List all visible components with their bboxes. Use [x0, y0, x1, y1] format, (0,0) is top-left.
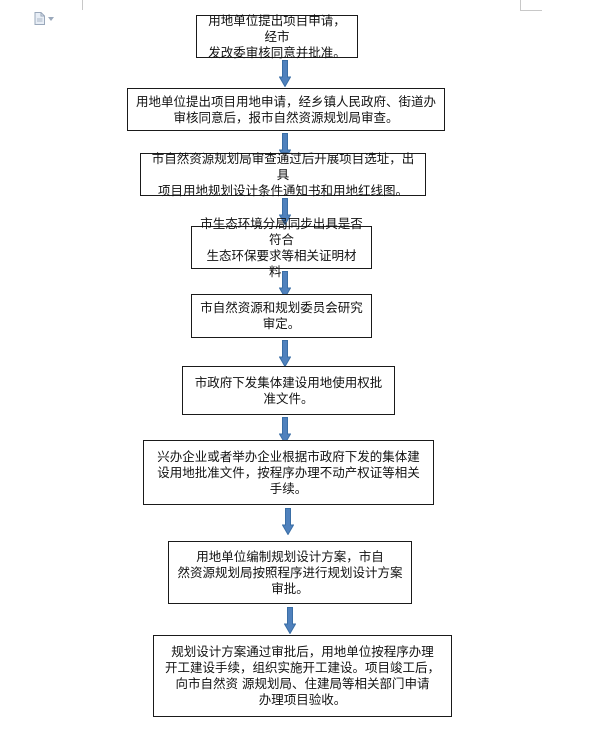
flow-step-9: 规划设计方案通过审批后，用地单位按程序办理 开工建设手续，组织实施开工建设。项目… [153, 635, 452, 717]
flow-step-4: 市生态环境分局同步出具是否符合 生态环保要求等相关证明材料。 [191, 216, 372, 279]
flow-step-2: 用地单位提出项目用地申请，经乡镇人民政府、街道办 审核同意后，报市自然资源规划局… [127, 88, 445, 131]
flow-step-2-text: 用地单位提出项目用地申请，经乡镇人民政府、街道办 审核同意后，报市自然资源规划局… [135, 93, 436, 125]
flow-arrow-6 [279, 417, 291, 444]
flow-arrow-8 [284, 607, 296, 634]
flow-step-6-text: 市政府下发集体建设用地使用权批 准文件。 [194, 374, 383, 406]
flow-step-8-text: 用地单位编制规划设计方案，市自 然资源规划局按照程序进行规划设计方案 审批。 [177, 548, 403, 596]
document-icon [34, 12, 45, 25]
flow-step-6: 市政府下发集体建设用地使用权批 准文件。 [182, 366, 395, 415]
flow-step-1-text: 用地单位提出项目申请，经市 发改委审核同意并批准。 [208, 12, 346, 60]
flow-arrow-3 [279, 198, 291, 225]
flow-step-9-text: 规划设计方案通过审批后，用地单位按程序办理 开工建设手续，组织实施开工建设。项目… [164, 644, 440, 707]
document-menu[interactable] [34, 12, 54, 25]
flow-step-1: 用地单位提出项目申请，经市 发改委审核同意并批准。 [196, 12, 358, 60]
flow-arrow-4 [279, 271, 291, 298]
flow-step-3-text: 市自然资源规划局审查通过后开展项目选址，出具 项目用地规划设计条件通知书和用地红… [151, 150, 415, 198]
flow-step-4-text: 市生态环境分局同步出具是否符合 生态环保要求等相关证明材料。 [200, 215, 363, 279]
flow-step-7-text: 兴办企业或者举办企业根据市政府下发的集体建 设用地批准文件，按程序办理不动产权证… [157, 448, 420, 496]
page-corner-mark-right [520, 0, 522, 10]
flow-arrow-5 [279, 340, 291, 367]
flow-step-5: 市自然资源和规划委员会研究 审定。 [191, 294, 372, 338]
flow-step-3: 市自然资源规划局审查通过后开展项目选址，出具 项目用地规划设计条件通知书和用地红… [140, 150, 426, 198]
page-corner-mark-left [82, 0, 84, 10]
flow-step-5-text: 市自然资源和规划委员会研究 审定。 [200, 300, 363, 331]
flow-arrow-7 [282, 508, 294, 535]
page-corner-mark-right-horizontal [520, 10, 542, 12]
dropdown-arrow-icon [48, 16, 54, 21]
flow-arrow-1 [279, 60, 291, 87]
flow-step-7: 兴办企业或者举办企业根据市政府下发的集体建 设用地批准文件，按程序办理不动产权证… [143, 440, 434, 505]
flow-step-8: 用地单位编制规划设计方案，市自 然资源规划局按照程序进行规划设计方案 审批。 [168, 541, 412, 604]
